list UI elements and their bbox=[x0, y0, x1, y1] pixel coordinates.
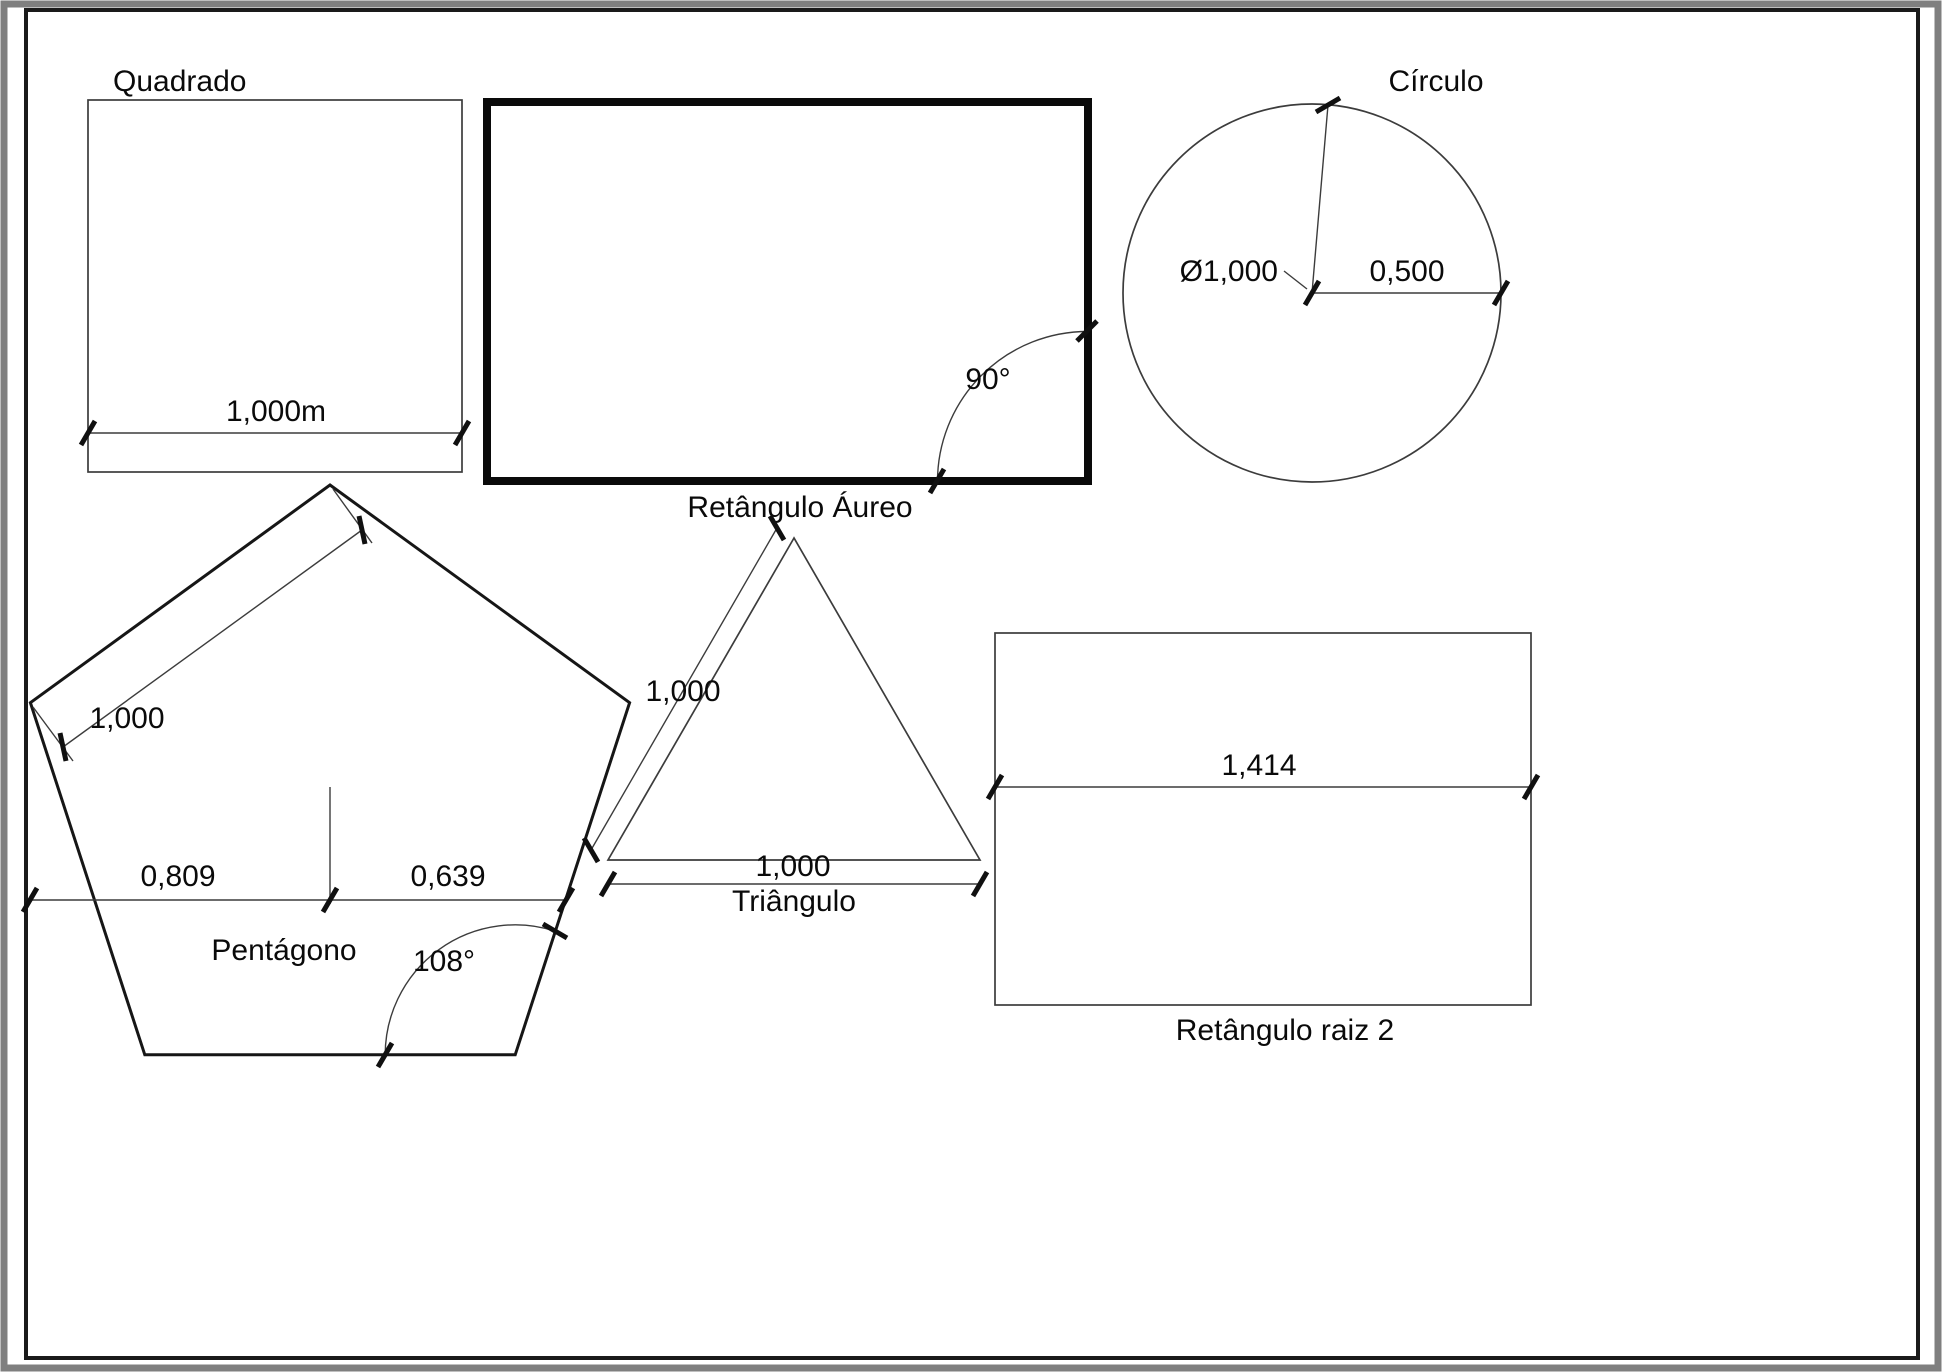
tick-mark bbox=[767, 514, 787, 542]
pentagon-side-dimension-line bbox=[62, 529, 363, 748]
tick-mark bbox=[556, 886, 576, 914]
circle-diameter-leader-line bbox=[1283, 270, 1308, 290]
tick-mark bbox=[581, 836, 601, 864]
pentagon-left-dimension: 0,809 bbox=[140, 860, 215, 893]
root2-rect-width-dimension: 1,414 bbox=[1221, 749, 1296, 782]
triangle-label: Triângulo bbox=[732, 885, 856, 918]
tick-mark bbox=[1314, 95, 1342, 115]
tick-mark bbox=[970, 870, 990, 898]
tick-mark bbox=[541, 921, 569, 941]
square-group: Quadrado 1,000m bbox=[78, 65, 472, 473]
triangle-side-dimension-line bbox=[590, 527, 778, 851]
frame-inner-border bbox=[24, 8, 1920, 1360]
pentagon-angle-arc bbox=[384, 924, 556, 1055]
pentagon-group: 1,000 0,809 0,639 108° Pentágono bbox=[20, 483, 632, 1069]
pentagon-label: Pentágono bbox=[211, 934, 356, 967]
circle-diameter-dimension: Ø1,000 bbox=[1180, 255, 1278, 288]
triangle-base-dimension: 1,000 bbox=[755, 850, 830, 883]
square-shape bbox=[87, 99, 463, 473]
tick-mark bbox=[1302, 279, 1322, 307]
circle-label: Círculo bbox=[1388, 65, 1483, 98]
tick-mark bbox=[927, 467, 947, 495]
tick-mark bbox=[57, 732, 69, 762]
pentagon-extension-line bbox=[332, 488, 373, 544]
circle-top-radius-line bbox=[1311, 104, 1329, 294]
triangle-shape bbox=[606, 536, 982, 861]
pentagon-right-dimension: 0,639 bbox=[410, 860, 485, 893]
golden-rect-label: Retângulo Áureo bbox=[687, 491, 912, 524]
tick-mark bbox=[78, 419, 98, 447]
tick-mark bbox=[320, 886, 340, 914]
golden-rect-shape bbox=[483, 98, 1092, 485]
tick-mark bbox=[356, 515, 368, 545]
tick-mark bbox=[375, 1041, 395, 1069]
circle-group: Círculo Ø1,000 0,500 bbox=[1122, 65, 1511, 483]
tick-mark bbox=[20, 886, 40, 914]
tick-mark bbox=[1491, 279, 1511, 307]
root2-rect-shape bbox=[994, 632, 1532, 1006]
pentagon-angle-dimension: 108° bbox=[413, 945, 475, 978]
triangle-group: 1,000 1,000 Triângulo bbox=[581, 514, 990, 918]
tick-mark bbox=[1075, 319, 1099, 343]
golden-rect-group: 90° Retângulo Áureo bbox=[483, 98, 1099, 524]
tick-mark bbox=[985, 773, 1005, 801]
pentagon-side-dimension: 1,000 bbox=[89, 702, 164, 735]
root2-rect-label: Retângulo raiz 2 bbox=[1176, 1014, 1394, 1047]
golden-rect-angle-arc bbox=[936, 330, 1088, 482]
square-side-dimension: 1,000m bbox=[226, 395, 326, 428]
square-label: Quadrado bbox=[113, 65, 246, 98]
pentagon-shape bbox=[28, 483, 632, 1057]
tick-mark bbox=[598, 870, 618, 898]
root2-rect-group: 1,414 Retângulo raiz 2 bbox=[985, 632, 1541, 1047]
triangle-side-dimension: 1,000 bbox=[645, 675, 720, 708]
golden-rect-angle-dimension: 90° bbox=[965, 363, 1010, 396]
tick-mark bbox=[452, 419, 472, 447]
circle-radius-dimension: 0,500 bbox=[1369, 255, 1444, 288]
tick-mark bbox=[1521, 773, 1541, 801]
